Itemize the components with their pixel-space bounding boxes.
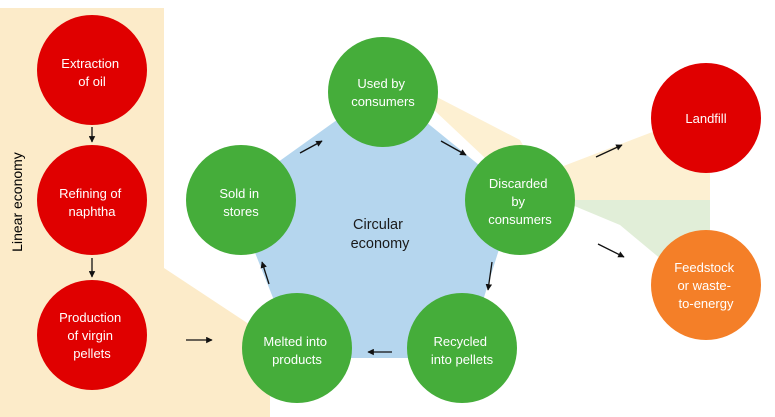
node-label: Feedstock or waste- to-energy	[674, 260, 738, 311]
node-circle	[407, 293, 517, 403]
node-label: Extraction of oil	[61, 56, 122, 89]
outcome-node-landfill: Landfill	[651, 63, 761, 173]
node-label: Production of virgin pellets	[59, 310, 125, 361]
node-circle	[37, 145, 147, 255]
linear-node-refining-of-naphtha: Refining of naphtha	[37, 145, 147, 255]
linear-economy-label: Linear economy	[9, 152, 25, 252]
feedstock-band	[560, 200, 710, 300]
node-label: Sold in stores	[219, 186, 262, 219]
circular-economy-label: Circular economy	[351, 217, 411, 252]
circular-node-used-by-consumers: Used by consumers	[328, 37, 438, 147]
node-label: Discarded by consumers	[488, 176, 552, 227]
circular-node-melted-into-products: Melted into products	[242, 293, 352, 403]
circular-economy-pentagon	[232, 87, 516, 358]
circular-node-sold-in-stores: Sold in stores	[186, 145, 296, 255]
arrow-melted-to-sold	[260, 261, 270, 285]
node-circle	[651, 230, 761, 340]
circular-node-discarded-by-consumers: Discarded by consumers	[465, 145, 575, 255]
node-label: Refining of naphtha	[59, 186, 125, 219]
landfill-band	[400, 78, 710, 205]
node-label: Recycled into pellets	[431, 334, 494, 367]
node-label: Used by consumers	[351, 76, 415, 109]
node-circle	[465, 145, 575, 255]
node-label: Landfill	[685, 111, 726, 126]
arrow-used-to-discarded	[440, 140, 467, 156]
node-circle	[37, 280, 147, 390]
linear-node-production-of-virgin-pellets: Production of virgin pellets	[37, 280, 147, 390]
node-circle	[328, 37, 438, 147]
node-circle	[242, 293, 352, 403]
linear-node-extraction-of-oil: Extraction of oil	[37, 15, 147, 125]
arrow-discarded-to-recycled	[485, 261, 493, 291]
node-circle	[37, 15, 147, 125]
arrow-discarded-to-landfill	[595, 144, 623, 158]
circular-node-recycled-into-pellets: Recycled into pellets	[407, 293, 517, 403]
node-circle	[186, 145, 296, 255]
outcome-node-feedstock-or-waste-to-energy: Feedstock or waste- to-energy	[651, 230, 761, 340]
node-label: Melted into products	[263, 334, 330, 367]
arrow-discarded-to-feedstock	[597, 243, 625, 258]
arrows	[88, 127, 625, 356]
node-circle	[651, 63, 761, 173]
arrow-sold-to-used	[299, 140, 323, 154]
